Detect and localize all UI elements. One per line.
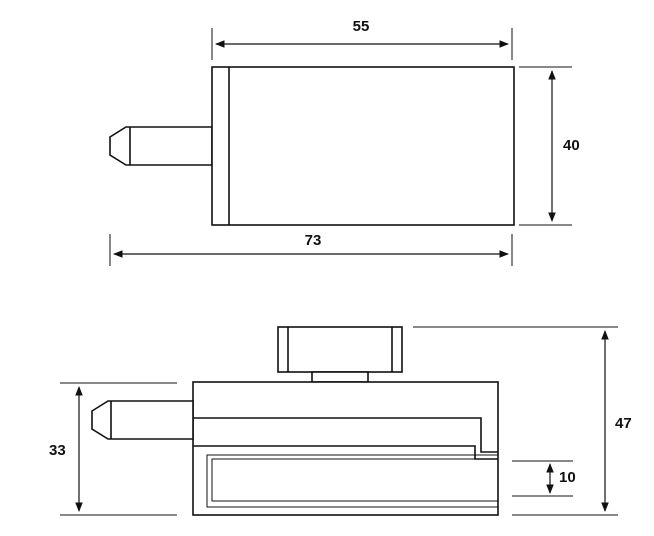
- dimension-label-10: 10: [559, 469, 576, 486]
- top-view-bolt: [109, 126, 213, 166]
- side-view-housing: [192, 381, 499, 516]
- dimension-label-73: 73: [305, 232, 322, 249]
- side-view-inner-channel: [193, 417, 498, 508]
- dimension-label-55: 55: [353, 18, 370, 35]
- dimension-label-40: 40: [563, 137, 580, 154]
- top-view: 55 40 73: [109, 18, 580, 266]
- dimension-overall-height: 47: [413, 326, 632, 516]
- dimension-overall-length: 73: [109, 232, 513, 266]
- dimension-bolt-height: 33: [49, 382, 177, 516]
- dimension-housing-width: 55: [211, 18, 513, 60]
- dimension-slot-width: 10: [512, 460, 576, 497]
- side-view-bolt: [91, 400, 194, 440]
- top-view-housing: [211, 66, 515, 226]
- dimension-label-47: 47: [615, 415, 632, 432]
- side-view-knob: [277, 326, 403, 383]
- side-view: 33 47 10: [49, 326, 632, 516]
- dimension-label-33: 33: [49, 442, 66, 459]
- dimension-housing-height: 40: [519, 66, 580, 226]
